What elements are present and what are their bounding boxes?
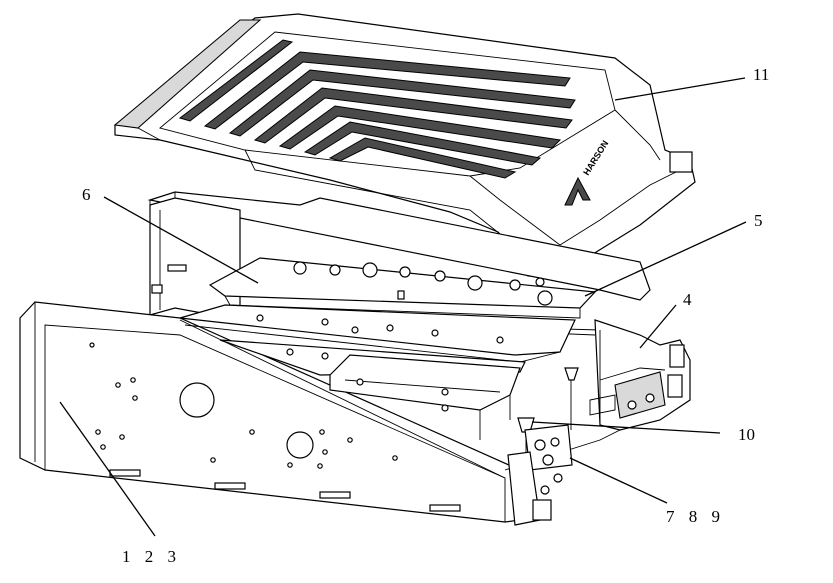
leader-6 bbox=[103, 196, 259, 284]
leader-lines bbox=[59, 77, 747, 537]
label-10: 10 bbox=[738, 425, 755, 444]
connectors bbox=[507, 367, 579, 526]
leader-4 bbox=[639, 304, 677, 349]
leader-123 bbox=[59, 401, 156, 537]
label-7-8-9: 7 8 9 bbox=[666, 507, 725, 526]
leader-789 bbox=[569, 457, 668, 504]
leader-11 bbox=[614, 77, 746, 101]
cover-fins bbox=[178, 39, 576, 179]
inner-plates bbox=[179, 304, 576, 479]
label-4: 4 bbox=[683, 290, 692, 309]
end-module bbox=[589, 319, 691, 431]
callout-labels: 11 6 5 4 10 7 8 9 1 2 3 bbox=[82, 65, 769, 566]
label-11: 11 bbox=[753, 65, 769, 84]
label-5: 5 bbox=[754, 211, 763, 230]
label-1-2-3: 1 2 3 bbox=[122, 547, 181, 566]
bus-plate bbox=[208, 257, 597, 319]
leader-10 bbox=[531, 421, 721, 434]
leader-5 bbox=[584, 221, 747, 297]
label-6: 6 bbox=[82, 185, 91, 204]
housing-frame bbox=[19, 191, 651, 523]
